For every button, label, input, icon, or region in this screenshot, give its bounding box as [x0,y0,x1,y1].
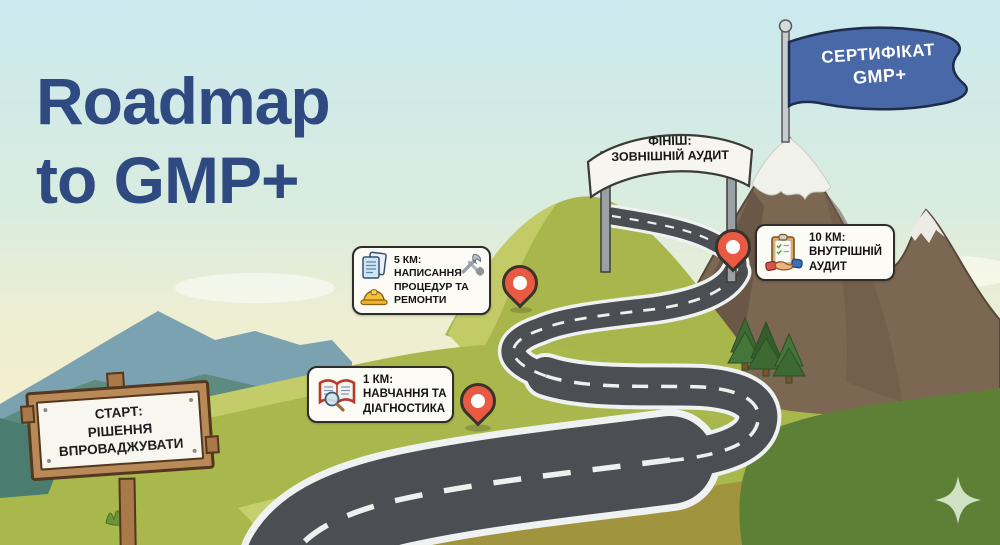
milestone-sign-10km: 10 КМ: ВНУТРІШНІЙ АУДИТ [755,224,895,281]
milestone-line: РЕМОНТИ [394,293,447,306]
documents-icon [361,251,388,287]
plank-end [204,434,220,454]
milestone-text: 1 КМ: НАВЧАННЯ ТА ДІАГНОСТИКА [363,373,447,416]
milestone-line: ВНУТРІШНІЙ [809,246,882,259]
pine-trees [727,316,806,384]
clipboard-icon [765,233,803,273]
milestone-sign-1km: 1 КМ: НАВЧАННЯ ТА ДІАГНОСТИКА [307,366,454,423]
handshake-icon [765,258,803,271]
finish-banner-frame [586,133,754,283]
plank-end [20,404,36,424]
milestone-km-label: 10 КМ: [809,231,846,244]
page-title-line1: Roadmap [36,64,331,139]
milestone-line: НАВЧАННЯ ТА [363,388,447,401]
nail-icon [46,458,52,463]
milestone-sign-5km: 5 КМ: НАПИСАННЯ ПРОЦЕДУР ТА РЕМОНТИ [352,246,491,315]
finish-banner-line1: ФІНІШ: [648,133,692,149]
milestone-text: 5 КМ: НАПИСАННЯ ПРОЦЕДУР ТА РЕМОНТИ [394,254,469,307]
milestone-text: 10 КМ: ВНУТРІШНІЙ АУДИТ [809,231,882,274]
waving-flag-icon [787,26,968,111]
start-sign: СТАРТ: РІШЕННЯ ВПРОВАДЖУВАТИ [20,371,220,545]
milestone-line: АУДИТ [809,260,847,273]
finish-banner-label: ФІНІШ: ЗОВНІШНІЙ АУДИТ [588,133,752,165]
page-title-line2: to GMP+ [36,143,300,218]
page-title: Roadmap to GMP+ [36,62,331,220]
start-sign-post [118,477,138,545]
hard-hat-icon [360,288,388,311]
winding-road [241,204,782,545]
start-sign-panel: СТАРТ: РІШЕННЯ ВПРОВАДЖУВАТИ [35,390,205,471]
tools-icon [458,251,485,282]
milestone-line: ПРОЦЕДУР ТА [394,280,469,293]
sparkle-icon [935,476,981,524]
milestone-line: НАПИСАННЯ [394,267,462,280]
milestone-km-label: 1 КМ: [363,373,394,386]
cloud [175,273,335,303]
milestone-line: ДІАГНОСТИКА [363,402,446,415]
milestone-km-label: 5 КМ: [394,254,422,267]
finish-banner-line2: ЗОВНІШНІЙ АУДИТ [611,147,730,165]
magnifier-icon [324,391,340,406]
start-sign-board: СТАРТ: РІШЕННЯ ВПРОВАДЖУВАТИ [20,379,220,481]
nail-icon [192,448,197,453]
snow-cap [910,210,945,243]
open-book-icon [317,378,357,412]
